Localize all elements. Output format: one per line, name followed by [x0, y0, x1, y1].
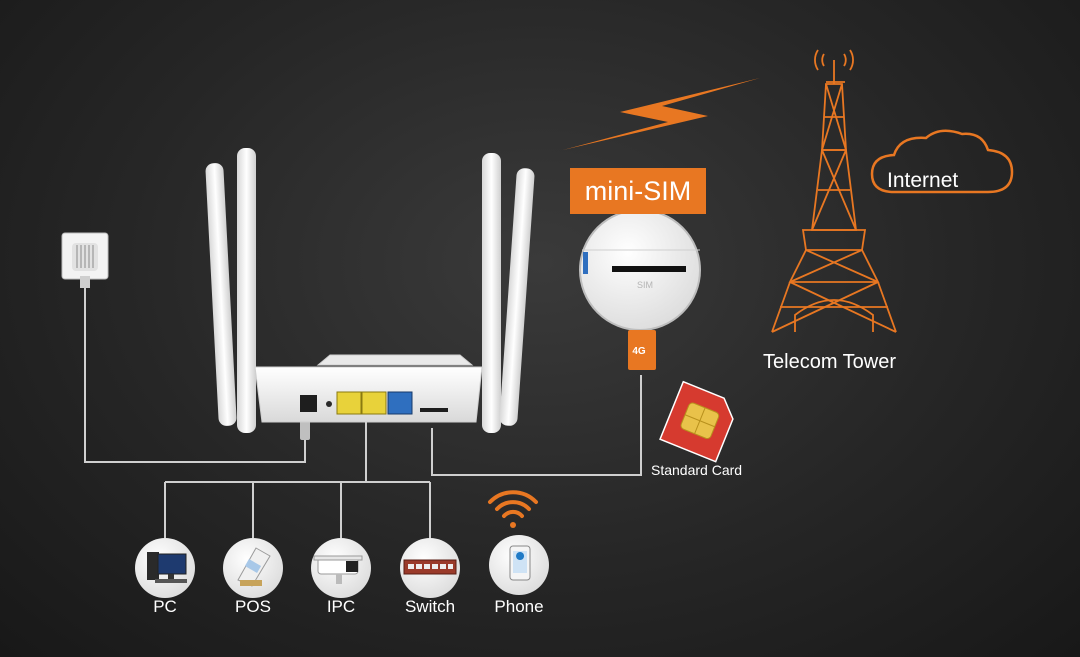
device-phone [489, 535, 549, 595]
power-plug [300, 420, 310, 440]
sim-slot-line [431, 375, 642, 476]
router [205, 148, 535, 433]
device-pc [135, 538, 195, 598]
dc-power-port [300, 395, 317, 412]
antenna-right-inner [482, 153, 501, 433]
ip-camera-icon [313, 555, 363, 584]
internet-label: Internet [887, 169, 959, 192]
antenna-left-outer [205, 163, 237, 426]
device-label-phone: Phone [494, 597, 544, 616]
antenna-right-outer [499, 168, 535, 426]
internet-cloud-icon [870, 129, 1014, 194]
4g-sim-chip: 4G [628, 330, 656, 370]
mini-sim-badge: mini-SIM [570, 168, 706, 214]
lan-port-1 [336, 391, 362, 415]
telecom-tower-icon [771, 49, 897, 333]
power-socket [61, 232, 109, 288]
device-label-ipc: IPC [326, 597, 356, 616]
device-label-pos: POS [235, 597, 271, 616]
reset-hole [326, 401, 332, 407]
lightning-bolt-icon [563, 78, 760, 150]
lan-port-2 [361, 391, 387, 415]
device-label-pc: PC [153, 597, 177, 616]
device-label-switch: Switch [404, 597, 456, 616]
device-pos [223, 538, 283, 598]
wifi-icon [488, 490, 538, 528]
power-cable-line [84, 285, 306, 463]
network-switch-icon [403, 559, 457, 575]
device-switch [400, 538, 460, 598]
4g-chip-text: 4G [632, 346, 646, 357]
sim-card-slot [420, 408, 448, 412]
sim-slot-text: SIM [637, 280, 653, 290]
sim-slot-zoom: SIM [579, 209, 701, 331]
connection-lines [84, 285, 642, 538]
telecom-tower-label: Telecom Tower [763, 351, 897, 373]
desktop-pc-icon [147, 552, 187, 583]
standard-card-label: Standard Card [651, 462, 743, 478]
standard-sim-card [659, 380, 734, 463]
router-top [316, 354, 474, 366]
pos-terminal-icon [237, 547, 271, 587]
device-ipc [311, 538, 371, 598]
antenna-left-inner [237, 148, 256, 433]
smartphone-icon [509, 545, 531, 581]
wan-port [387, 391, 413, 415]
